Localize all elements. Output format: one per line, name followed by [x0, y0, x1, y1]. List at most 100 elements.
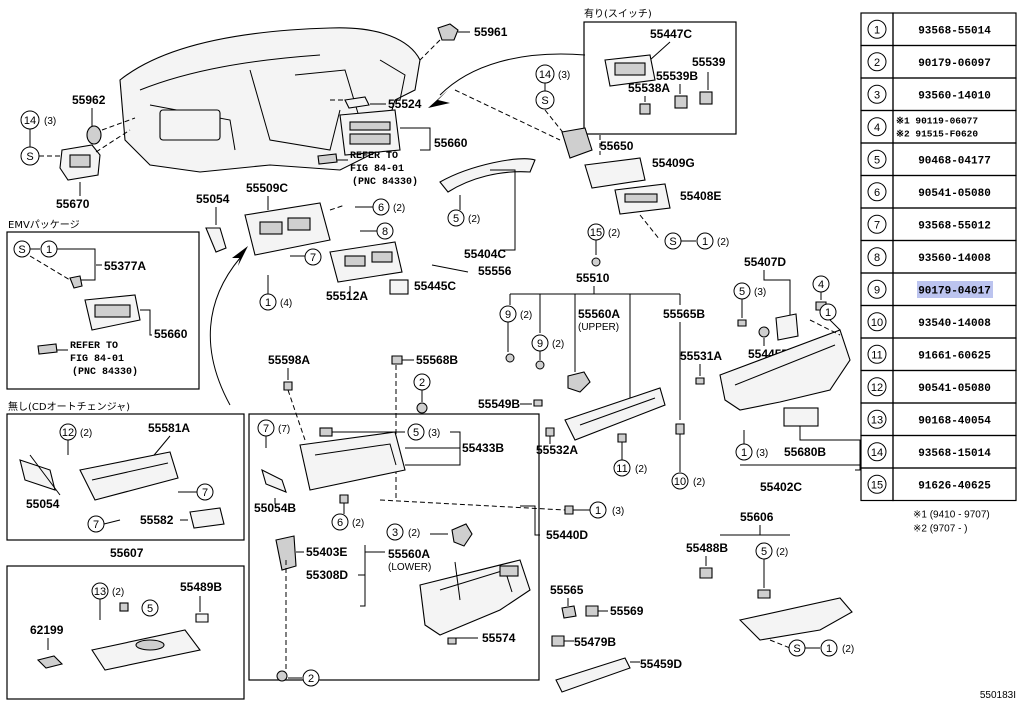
svg-text:(3): (3): [44, 116, 56, 127]
svg-text:55488B: 55488B: [686, 541, 728, 555]
svg-text:13: 13: [94, 586, 106, 598]
table-index: 7: [874, 219, 880, 231]
svg-text:55459D: 55459D: [640, 657, 682, 671]
svg-text:12: 12: [62, 427, 74, 439]
table-note-1: ※1 (9410 - 9707): [913, 510, 990, 521]
part-55574: 55574: [447, 631, 516, 645]
part-55565: 55565: [550, 583, 584, 619]
svg-text:55308D: 55308D: [306, 568, 348, 582]
svg-text:55054: 55054: [26, 497, 60, 511]
svg-text:55054B: 55054B: [254, 501, 296, 515]
callout-10: 10 (2): [671, 423, 705, 490]
svg-text:55402C: 55402C: [760, 480, 802, 494]
table-index: 5: [874, 154, 880, 166]
svg-text:FIG 84-01: FIG 84-01: [70, 354, 124, 365]
part-55670: 55670: [56, 129, 131, 211]
table-index: 4: [874, 122, 880, 134]
table-index-circle: [867, 409, 887, 429]
svg-text:55549B: 55549B: [478, 397, 520, 411]
svg-text:8: 8: [382, 226, 388, 238]
table-note-2: ※2 (9707 - ): [913, 524, 968, 535]
svg-text:55479B: 55479B: [574, 635, 616, 649]
table-part-number: 90541-05080: [918, 188, 991, 200]
svg-text:(2): (2): [693, 477, 705, 488]
svg-text:62199: 62199: [30, 623, 64, 637]
svg-text:55670: 55670: [56, 197, 90, 211]
table-part-number: 93560-14008: [918, 253, 991, 265]
svg-text:15: 15: [590, 227, 602, 239]
svg-text:55447C: 55447C: [650, 27, 692, 41]
table-part-number: 90168-40054: [918, 415, 991, 427]
svg-text:(2): (2): [717, 237, 729, 248]
svg-text:55440D: 55440D: [546, 528, 588, 542]
part-55606: 55606 55488B 5 (2) S 1 (2): [686, 510, 854, 657]
svg-text:1: 1: [46, 244, 52, 256]
glovebox-frame: [248, 413, 540, 681]
callout-15: 15 (2): [587, 223, 620, 267]
svg-text:55560A: 55560A: [578, 307, 620, 321]
figure-id: 550183I: [980, 690, 1016, 701]
svg-text:(2): (2): [520, 310, 532, 321]
svg-text:(2): (2): [842, 644, 854, 655]
svg-text:55538A: 55538A: [628, 81, 670, 95]
svg-text:S: S: [669, 236, 676, 248]
callout-14-left: 14 (3) S: [20, 110, 60, 166]
callout-11: 11 (2): [613, 433, 647, 477]
part-55512A-55445C: 55512A 55445C: [326, 241, 456, 303]
svg-text:7: 7: [93, 519, 99, 531]
part-55532A: 55532A: [536, 427, 578, 457]
svg-text:55961: 55961: [474, 25, 508, 39]
svg-text:55054: 55054: [196, 192, 230, 206]
table-part-number: ※2 91515-F0620: [896, 129, 978, 140]
svg-text:(PNC 84330): (PNC 84330): [352, 176, 418, 188]
svg-text:(2): (2): [552, 339, 564, 350]
svg-text:55445C: 55445C: [414, 279, 456, 293]
svg-text:55532A: 55532A: [536, 443, 578, 457]
svg-text:55574: 55574: [482, 631, 516, 645]
svg-text:11: 11: [616, 463, 627, 475]
svg-text:55539: 55539: [692, 55, 726, 69]
svg-text:1: 1: [741, 447, 747, 459]
svg-text:有り(スイッチ): 有り(スイッチ): [584, 7, 652, 20]
part-55560A-lower: 55560A (LOWER) 55308D: [306, 545, 431, 607]
table-index: 14: [871, 447, 883, 459]
part-55433B: 5 (3) 55433B: [299, 423, 504, 491]
table-row-highlight: [917, 281, 993, 298]
svg-text:(3): (3): [558, 70, 570, 81]
table-part-number: 93568-15014: [918, 448, 991, 460]
table-index: 1: [874, 24, 880, 36]
callout-6-glovebox: 6 (2): [331, 494, 364, 531]
svg-text:55565B: 55565B: [663, 307, 705, 321]
part-55650: 55650: [561, 127, 634, 159]
svg-text:(2): (2): [80, 428, 92, 439]
svg-text:55581A: 55581A: [148, 421, 190, 435]
table-index-circle: [867, 19, 887, 39]
table-part-number: ※1 90119-06077: [896, 116, 978, 127]
table-index-circle: [867, 377, 887, 397]
svg-text:FIG 84-01: FIG 84-01: [350, 164, 404, 175]
svg-text:REFER TO: REFER TO: [350, 151, 398, 162]
svg-text:(2): (2): [352, 518, 364, 529]
part-55407D: 55407D 5 (3) 55445B: [733, 255, 799, 361]
arrow-head: [428, 90, 450, 108]
svg-text:55569: 55569: [610, 604, 644, 618]
table-index: 13: [871, 414, 883, 426]
table-index-circle: [867, 442, 887, 462]
callout-2-mid: 2: [413, 373, 431, 414]
section-55607: 55607 13 (2) 5 55489B 62199: [6, 546, 245, 700]
part-55962: 55962: [72, 93, 136, 145]
table-index-circle: [867, 52, 887, 72]
svg-text:S: S: [18, 244, 25, 256]
glovebox-door: [419, 559, 531, 636]
part-55409G: 55409G: [584, 156, 695, 189]
part-55660-audio: 55660 REFER TO FIG 84-01 (PNC 84330): [317, 109, 468, 188]
svg-text:55680B: 55680B: [784, 445, 826, 459]
arrow-emv: [209, 257, 241, 406]
svg-text:55512A: 55512A: [326, 289, 368, 303]
svg-text:(3): (3): [612, 506, 624, 517]
svg-text:55509C: 55509C: [246, 181, 288, 195]
svg-text:7: 7: [202, 487, 208, 499]
panel-upper: [564, 387, 666, 441]
svg-text:無し(CDオートチェンジャ): 無し(CDオートチェンジャ): [8, 400, 130, 413]
